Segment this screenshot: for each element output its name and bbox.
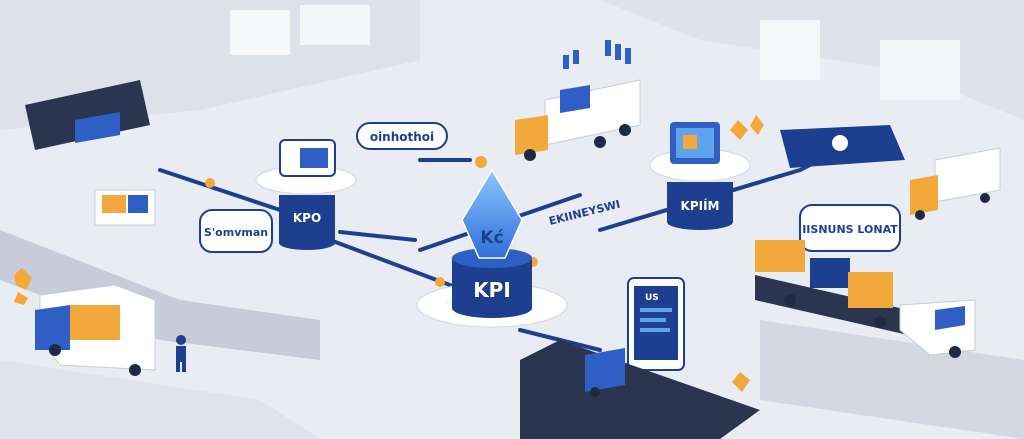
right-callout: IISNUNS LONAT xyxy=(799,204,901,252)
back-wall-right xyxy=(600,0,1024,120)
left-callout: S'omvman xyxy=(199,209,273,253)
conveyor-left xyxy=(25,80,150,150)
tablet-device: US xyxy=(627,277,685,371)
left-kpi-pillar: KPO xyxy=(255,139,357,250)
kpi-gem xyxy=(461,168,523,259)
right-kpi-pillar: KPIÍM xyxy=(649,122,751,230)
flags-top xyxy=(563,40,631,69)
truck-left xyxy=(35,284,156,376)
wall-window-1 xyxy=(230,10,290,55)
right-pillar-label: KPIÍM xyxy=(681,198,720,213)
floor-grid-left xyxy=(0,360,320,439)
box-stack-left xyxy=(94,189,156,226)
top-callout: oinhothoi xyxy=(356,122,448,150)
left-pillar-label: KPO xyxy=(293,211,321,225)
tablet-header: US xyxy=(645,293,659,303)
dock-top-right xyxy=(780,125,905,168)
top-callout-text: oinhothoi xyxy=(370,130,434,144)
left-callout-text: S'omvman xyxy=(204,226,268,239)
truck-top xyxy=(515,79,641,161)
floor-platform-right xyxy=(760,320,1024,439)
wall-window-3 xyxy=(760,20,820,80)
van-bottom xyxy=(520,340,760,439)
floor-platform-left xyxy=(0,230,320,360)
wall-window-2 xyxy=(300,5,370,45)
right-callout-text: IISNUNS LONAT xyxy=(802,223,898,236)
worker-figure xyxy=(176,335,186,372)
center-kpi-hub: Kć KPI xyxy=(416,168,568,328)
truck-cargo xyxy=(755,240,976,358)
wall-window-4 xyxy=(880,40,960,100)
center-base-label: KPI xyxy=(473,278,511,302)
orange-crystals xyxy=(14,115,764,392)
truck-right xyxy=(910,147,1001,220)
center-top-label: Kć xyxy=(480,228,503,248)
